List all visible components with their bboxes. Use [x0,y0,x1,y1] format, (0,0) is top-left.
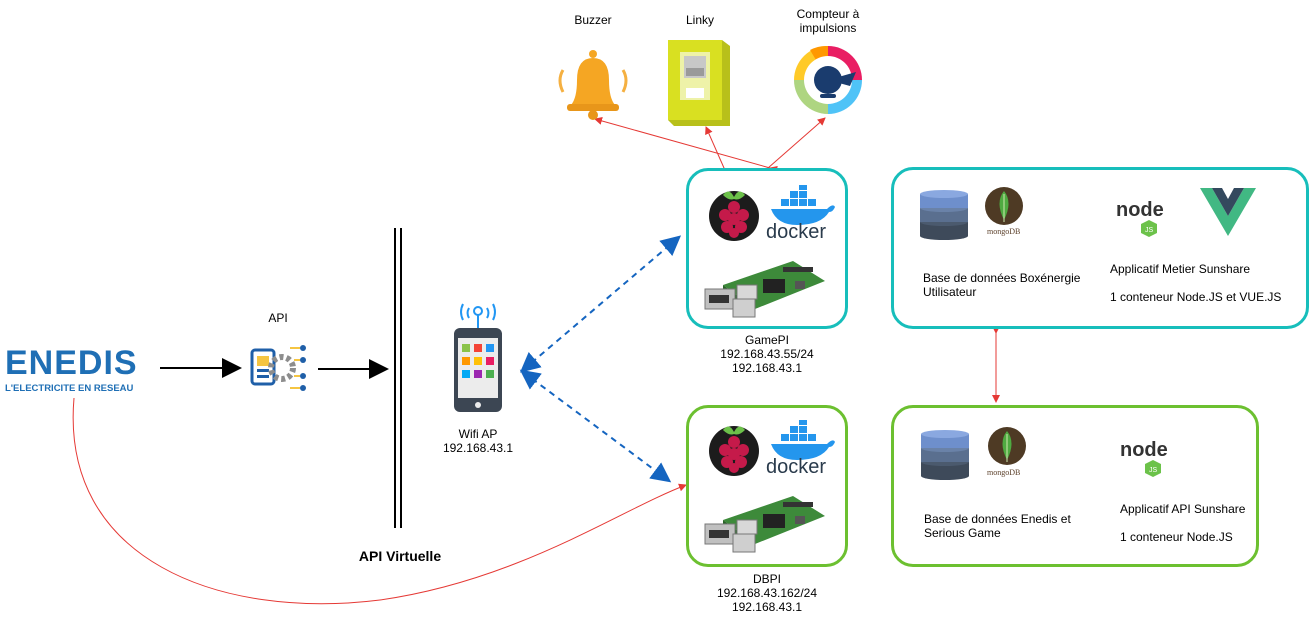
dbpi-box: docker [686,405,848,567]
dbpi-name: DBPI [752,572,781,586]
raspberry-board-icon [704,261,825,318]
red-line-gamepi-linky [705,126,731,177]
raspberry-pi-icon [709,426,759,476]
bottom-app-title: Applicatif API Sunshare [1120,502,1246,516]
buzzer-label: Buzzer [574,13,612,27]
mongodb-wordmark: mongoDB [987,227,1021,236]
gamepi-name: GamePI [744,333,789,347]
dbpi-ip: 192.168.43.162/24 [716,586,818,600]
compteur-label-line2: impulsions [799,21,857,35]
database-icon [920,190,968,240]
services-box-top: mongoDB node JS Base de données Boxénerg… [891,167,1309,329]
gamepi-label: GamePI 192.168.43.55/24 192.168.43.1 [707,333,827,375]
bottom-db-label: Base de données Enedis et Serious Game [924,512,1071,540]
svg-text:JS: JS [1149,467,1158,474]
mongodb-leaf-icon [985,187,1023,225]
top-app-title: Applicatif Metier Sunshare [1110,262,1251,276]
vuejs-logo-icon [1200,188,1256,236]
dbpi-label: DBPI 192.168.43.162/24 192.168.43.1 [707,572,827,614]
bottom-app-detail: 1 conteneur Node.JS [1120,530,1233,544]
top-db-label: Base de données Boxénergie Utilisateur [923,271,1080,299]
wifi-ap-name: Wifi AP [458,427,498,441]
api-virtuelle-label: API Virtuelle [358,548,442,564]
red-line-gamepi-buzzer [594,117,778,174]
raspberry-pi-icon [709,191,759,241]
dbpi-gateway: 192.168.43.1 [731,600,803,614]
enedis-logo: ENEDIS L'ELECTRICITE EN RESEAU [5,346,147,398]
svg-text:JS: JS [1145,227,1154,234]
enedis-wordmark: ENEDIS [5,344,138,382]
raspberry-board-icon [704,496,825,553]
dashed-arrow-wifi-gamepi [519,235,682,373]
wifi-ap-label: Wifi AP 192.168.43.1 [428,427,528,455]
mongodb-wordmark: mongoDB [987,468,1021,477]
bell-icon [558,50,628,120]
bottom-db-label-line1: Base de données Enedis et [924,512,1071,526]
wifi-ap-phone-icon [454,303,502,412]
docker-whale-icon [771,420,835,460]
bottom-db-label-line2: Serious Game [924,526,1001,540]
red-line-gamepi-compteur [760,117,826,176]
docker-wordmark: docker [766,221,827,243]
nodejs-wordmark: node [1116,199,1164,221]
enedis-tagline: L'ELECTRICITE EN RESEAU [5,383,134,394]
docker-wordmark: docker [766,456,827,478]
database-icon [921,430,969,480]
top-app-detail: 1 conteneur Node.JS et VUE.JS [1110,290,1282,304]
compteur-label-line1: Compteur à [796,7,860,21]
gamepi-box: docker [686,168,848,329]
nodejs-wordmark: node [1120,439,1168,461]
docker-whale-icon [771,185,835,225]
nodejs-logo-icon: node JS [1120,439,1168,477]
api-label: API [268,311,288,325]
linky-meter-icon [668,40,730,126]
gamepi-gateway: 192.168.43.1 [731,361,803,375]
top-db-label-line2: Utilisateur [923,285,977,299]
wifi-ap-ip: 192.168.43.1 [442,441,514,455]
top-db-label-line1: Base de données Boxénergie [923,271,1081,285]
gamepi-ip: 192.168.43.55/24 [720,347,814,361]
services-box-bottom: mongoDB node JS Base de données Enedis e… [891,405,1259,567]
dashed-arrow-wifi-dbpi [519,369,672,483]
compteur-label: Compteur à impulsions [783,7,873,35]
gauge-icon [794,45,862,114]
mongodb-leaf-icon [988,427,1026,465]
linky-label: Linky [685,13,714,27]
red-curve-enedis-dbpi [72,397,687,605]
api-icon [250,345,306,391]
nodejs-logo-icon: node JS [1116,199,1164,237]
